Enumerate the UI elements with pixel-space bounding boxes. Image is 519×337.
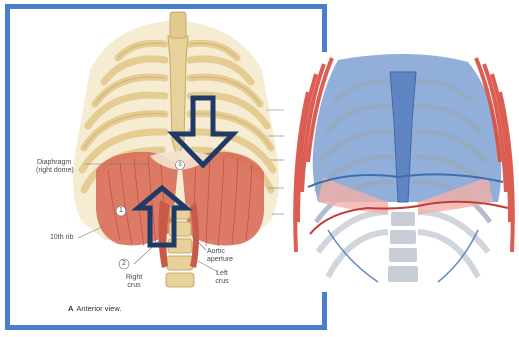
label-left-crus-2: crus (212, 278, 232, 286)
schematic-rib-cage (288, 52, 519, 292)
label-diaphragm: Diaphragm (37, 159, 71, 167)
label-aperture: aperture (207, 256, 233, 264)
label-10th-rib: 10th rib (50, 234, 73, 242)
caption-text: Anterior view. (76, 304, 121, 313)
label-aortic: Aortic (207, 248, 225, 256)
marker-3-label: 3 (177, 161, 183, 169)
label-right-crus-1: Right (122, 274, 146, 282)
label-right-dome: (right dome) (36, 167, 74, 175)
upper-spine (170, 12, 186, 38)
marker-1-label: 1 (118, 207, 124, 215)
label-left-crus-1: Left (212, 270, 232, 278)
caption-letter: A (68, 304, 73, 313)
marker-2-label: 2 (121, 260, 127, 268)
label-right-crus-2: crus (122, 282, 146, 290)
